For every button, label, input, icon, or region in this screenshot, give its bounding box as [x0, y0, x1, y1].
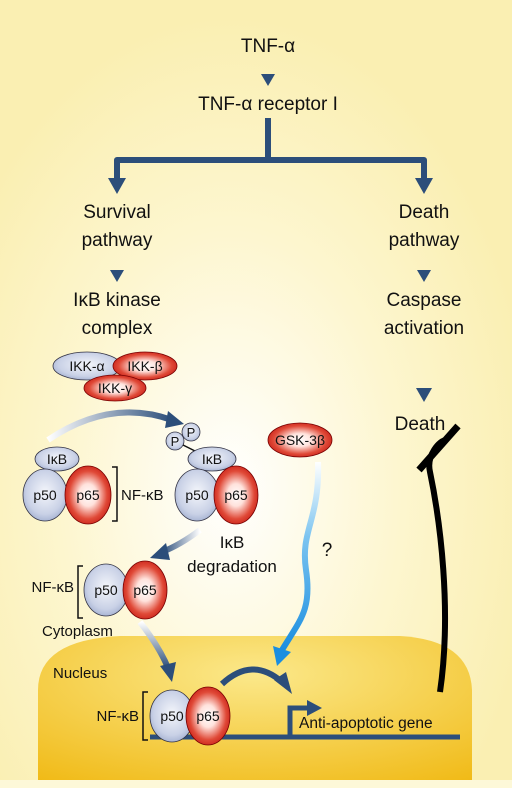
- promoter-mark: [287, 705, 310, 737]
- p65-oval-c: [122, 560, 168, 620]
- ikb-kinase-label-2: complex: [82, 318, 153, 339]
- gsk3b-arrow: [279, 461, 322, 652]
- death-label: Death: [395, 414, 446, 435]
- ikb-label: IκB: [47, 451, 67, 467]
- survival-pathway-label-2: pathway: [82, 230, 153, 251]
- gsk3b-oval: [267, 422, 333, 458]
- ikb-oval: [34, 446, 80, 472]
- arrowhead-survival: [108, 178, 126, 194]
- arrow-survival-to-kinase: [110, 258, 124, 282]
- death-pathway-label-1: Death: [399, 202, 450, 223]
- ikk-gamma-label: IKK-γ: [98, 380, 132, 396]
- gsk3b-label: GSK-3β: [275, 432, 325, 448]
- caspase-label-1: Caspase: [387, 290, 462, 311]
- free-nfkb: NF-κB p50 p65: [32, 560, 168, 620]
- p65-label-b: p65: [224, 487, 248, 503]
- p65-oval-b: [213, 465, 259, 525]
- death-pathway-label-2: pathway: [389, 230, 460, 251]
- tnf-receptor-label: TNF-α receptor I: [198, 94, 338, 115]
- p65-label-c: p65: [133, 582, 157, 598]
- phosphorylation-arrow: [46, 409, 184, 443]
- p65-oval-a: [64, 465, 112, 525]
- p50-label-c: p50: [94, 582, 118, 598]
- nfkb-bracket-a: [112, 466, 118, 522]
- inhibition-line: [416, 423, 461, 693]
- ikb-degradation-label-1: IκB: [220, 533, 245, 552]
- ikb-nfkb-complex: IκB p50 p65 NF-κB: [22, 446, 164, 525]
- branch-connector: [114, 118, 427, 182]
- nfkb-label-c: NF-κB: [32, 579, 75, 596]
- gsk3b-arrowhead: [273, 646, 291, 666]
- gsk3b-group: GSK-3β ?: [267, 422, 333, 666]
- nucleus-label: Nucleus: [53, 665, 107, 682]
- nfkb-label-d: NF-κB: [97, 708, 140, 725]
- phosphorylated-complex: P P IκB p50 p65: [165, 422, 259, 525]
- survival-pathway-label-1: Survival: [83, 202, 151, 223]
- p65-label-d: p65: [196, 708, 220, 724]
- degradation-arrow: [150, 527, 202, 560]
- nuclear-nfkb: NF-κB p50 p65: [97, 686, 231, 746]
- nfkb-bracket-c: [77, 565, 83, 619]
- phospho-circle-2: [165, 431, 185, 451]
- p50-label-a: p50: [33, 487, 57, 503]
- ikk-complex: IKK-α IKK-β IKK-γ: [52, 351, 178, 402]
- ikb-degradation-label-2: degradation: [187, 557, 277, 576]
- p65-oval-d: [185, 686, 231, 746]
- p50-label-b: p50: [185, 487, 209, 503]
- ikb-phos-oval: [187, 446, 237, 472]
- ikb-kinase-label-1: IκB kinase: [73, 290, 161, 311]
- arrow-deathpathway-to-caspase: [417, 258, 431, 282]
- question-mark: ?: [322, 540, 333, 561]
- phospho-label-1: P: [187, 425, 196, 440]
- ikk-gamma-oval: [83, 374, 147, 402]
- tnf-alpha-label: TNF-α: [241, 36, 295, 57]
- nfkb-label-a: NF-κB: [121, 487, 164, 504]
- phospho-circle-1: [181, 422, 201, 442]
- arrow-caspase-to-death: [416, 343, 432, 402]
- p65-label-a: p65: [76, 487, 100, 503]
- bottom-margin: [0, 780, 512, 788]
- ikb-phos-label: IκB: [202, 451, 222, 467]
- arrowhead-death: [415, 178, 433, 194]
- nfkb-bracket-d: [142, 691, 148, 741]
- ikk-alpha-label: IKK-α: [69, 358, 104, 374]
- ikk-beta-oval: [112, 351, 178, 381]
- arrow-tnf-to-receptor: [261, 62, 275, 86]
- p50-label-d: p50: [160, 708, 184, 724]
- nuclear-translocation-arrow: [137, 620, 176, 682]
- nucleus-region: [38, 636, 472, 788]
- inhibition-bar: [416, 423, 461, 473]
- anti-apoptotic-gene-label: Anti-apoptotic gene: [299, 715, 433, 732]
- caspase-label-2: activation: [384, 318, 464, 339]
- transcription-arrow: [219, 666, 292, 694]
- promoter-arrowhead: [307, 700, 322, 716]
- phospho-label-2: P: [171, 434, 180, 449]
- ikk-beta-label: IKK-β: [127, 358, 162, 374]
- cytoplasm-label: Cytoplasm: [42, 623, 113, 640]
